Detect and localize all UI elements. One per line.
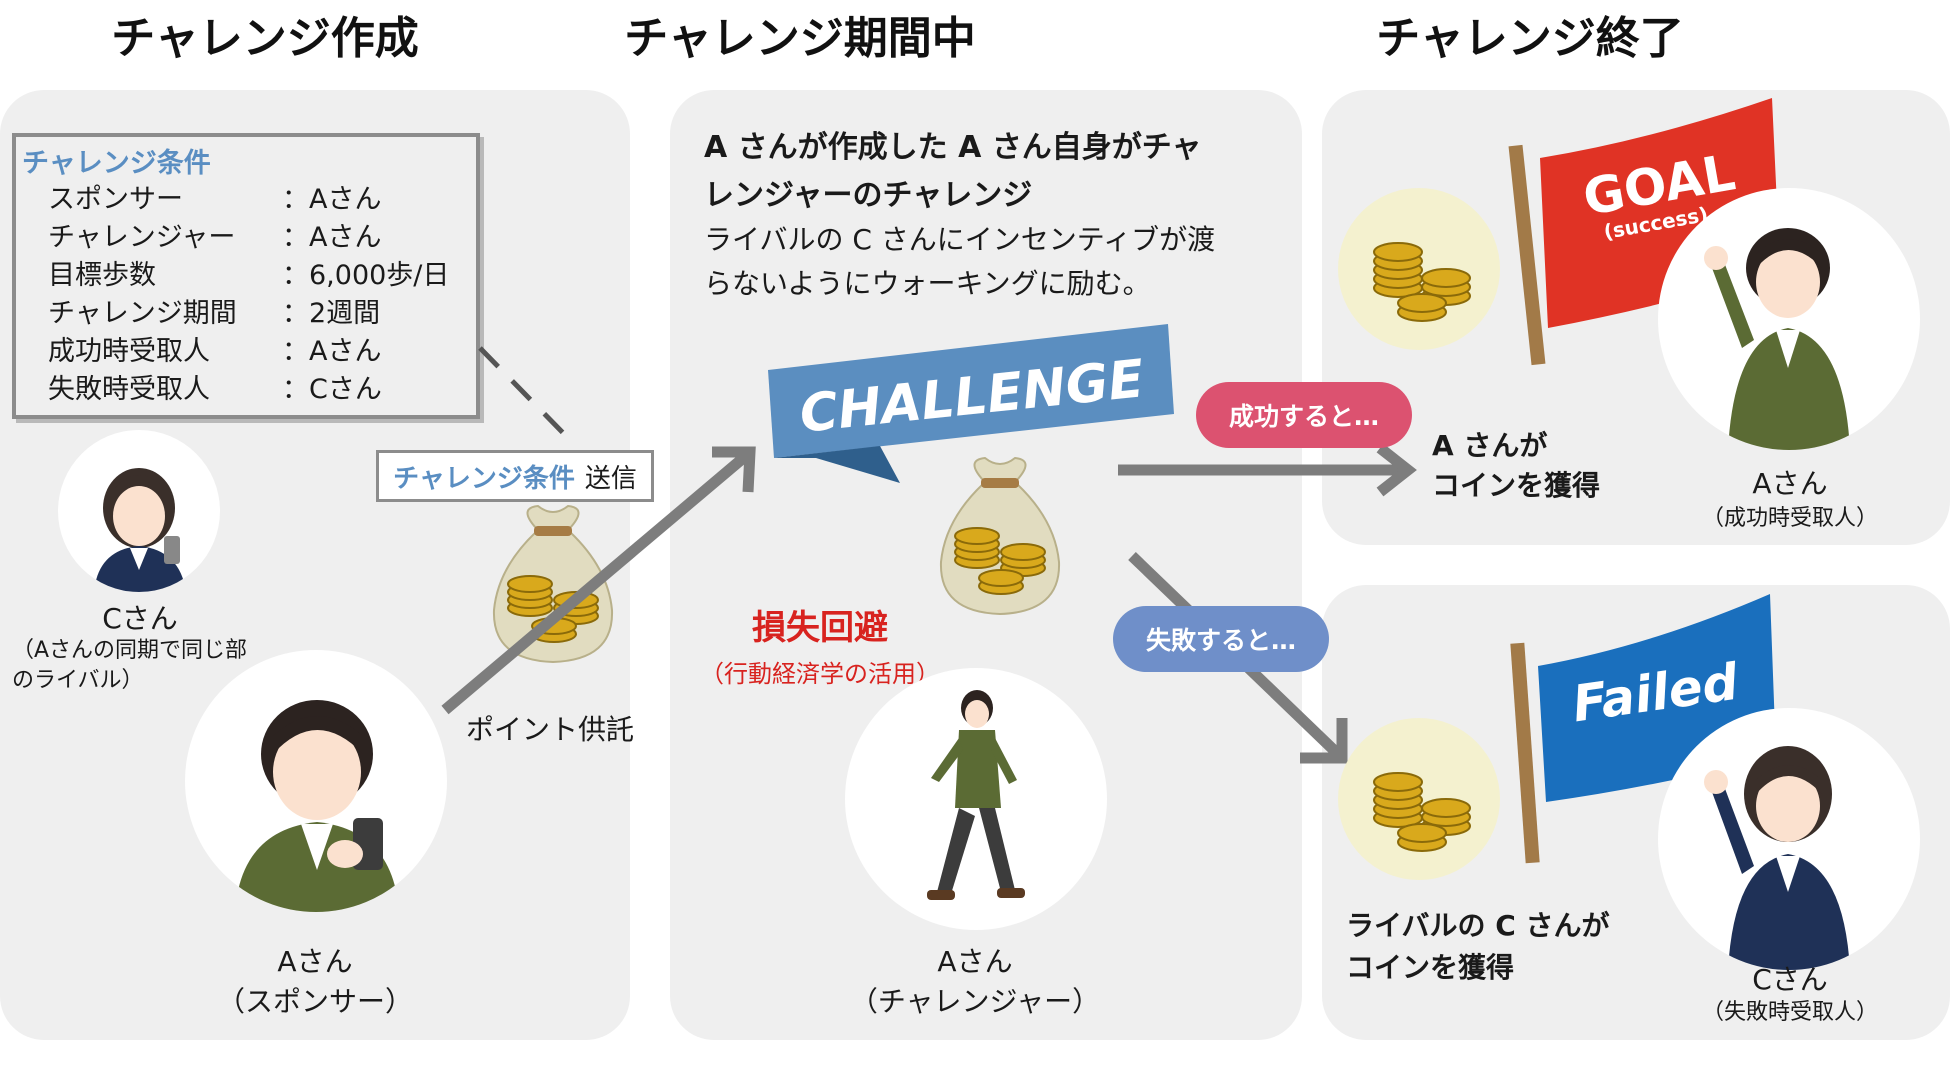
cheering-woman-icon <box>1704 746 1850 970</box>
send-tag-text: 送信 <box>584 463 637 494</box>
loss-aversion-sub: （行動経済学の活用） <box>700 660 940 688</box>
middle-title-line1: A さんが作成した A さん自身がチャ <box>704 130 1202 165</box>
sponsor-role: （スポンサー） <box>216 985 413 1018</box>
heading-during: チャレンジ期間中 <box>624 13 976 64</box>
condition-label: 成功時受取人 <box>48 336 210 367</box>
condition-value: ：Aさん <box>282 184 382 215</box>
walking-man-icon <box>927 690 1025 900</box>
man-phone-icon <box>235 700 399 912</box>
success-coins-circle <box>1338 188 1500 350</box>
challenger-name: Aさん <box>937 945 1013 978</box>
condition-value: ：Aさん <box>282 336 382 367</box>
coins-icon <box>1373 242 1471 322</box>
fail-person-name: Cさん <box>1752 963 1828 996</box>
fail-pill: 失敗すると… <box>1113 606 1329 672</box>
rival-name: Cさん <box>102 602 178 635</box>
condition-value: ：Cさん <box>282 374 382 405</box>
condition-label: 目標歩数 <box>48 260 156 291</box>
heading-create: チャレンジ作成 <box>111 13 419 64</box>
condition-label: チャレンジ期間 <box>48 298 237 329</box>
send-dashed-line <box>478 346 572 442</box>
deposit-label: ポイント供託 <box>465 713 634 746</box>
loss-aversion-title: 損失回避 <box>752 608 888 648</box>
sponsor-avatar <box>185 650 447 912</box>
send-conditions-tag: チャレンジ条件 送信 <box>376 450 654 502</box>
sponsor-name: Aさん <box>277 945 353 978</box>
send-tag-highlight: チャレンジ条件 <box>393 463 575 494</box>
success-person-role: （成功時受取人） <box>1701 506 1878 531</box>
condition-value: ：Aさん <box>282 222 382 253</box>
rival-avatar <box>58 430 220 592</box>
woman-phone-icon <box>94 468 186 592</box>
middle-title-line2: レンジャーのチャレンジ <box>704 178 1033 213</box>
rival-note-line1: （Aさんの同期で同じ部 <box>12 638 248 663</box>
condition-label: スポンサー <box>48 184 183 215</box>
middle-desc-line1: ライバルの C さんにインセンティブが渡 <box>704 223 1216 256</box>
fail-person-avatar <box>1658 708 1920 970</box>
failed-flag: Failed <box>1510 594 1776 864</box>
challenger-avatar <box>845 668 1107 930</box>
success-person-name: Aさん <box>1752 467 1828 500</box>
fail-text-line1: ライバルの C さんが <box>1346 909 1610 942</box>
success-person-avatar <box>1658 188 1920 450</box>
challenge-banner: CHALLENGE <box>768 324 1174 483</box>
fail-coins-circle <box>1338 718 1500 880</box>
challenger-role: （チャレンジャー） <box>849 985 1101 1018</box>
coins-icon <box>1373 772 1471 852</box>
rival-note-line2: のライバル） <box>12 668 144 693</box>
arrow-deposit-to-challenge <box>441 446 756 715</box>
success-text-line1: A さんが <box>1432 429 1548 462</box>
success-text-line2: コインを獲得 <box>1432 469 1601 502</box>
fail-text-line2: コインを獲得 <box>1346 951 1515 984</box>
conditions-title: チャレンジ条件 <box>22 148 211 179</box>
arrow-to-success <box>1118 443 1417 497</box>
middle-desc-line2: らないようにウォーキングに励む。 <box>704 267 1151 300</box>
cheering-man-icon <box>1704 228 1850 450</box>
condition-label: チャレンジャー <box>48 222 236 253</box>
money-bag-icon <box>939 456 1061 616</box>
condition-value: ：6,000歩/日 <box>282 260 450 291</box>
success-pill: 成功すると… <box>1196 382 1412 448</box>
fail-person-role: （失敗時受取人） <box>1701 1000 1878 1025</box>
condition-label: 失敗時受取人 <box>48 374 210 405</box>
challenge-conditions-box: チャレンジ条件 スポンサー ：Aさん チャレンジャー ：Aさん 目標歩数 ：6,… <box>12 133 480 419</box>
condition-value: ：2週間 <box>282 298 381 329</box>
heading-end: チャレンジ終了 <box>1376 13 1684 64</box>
